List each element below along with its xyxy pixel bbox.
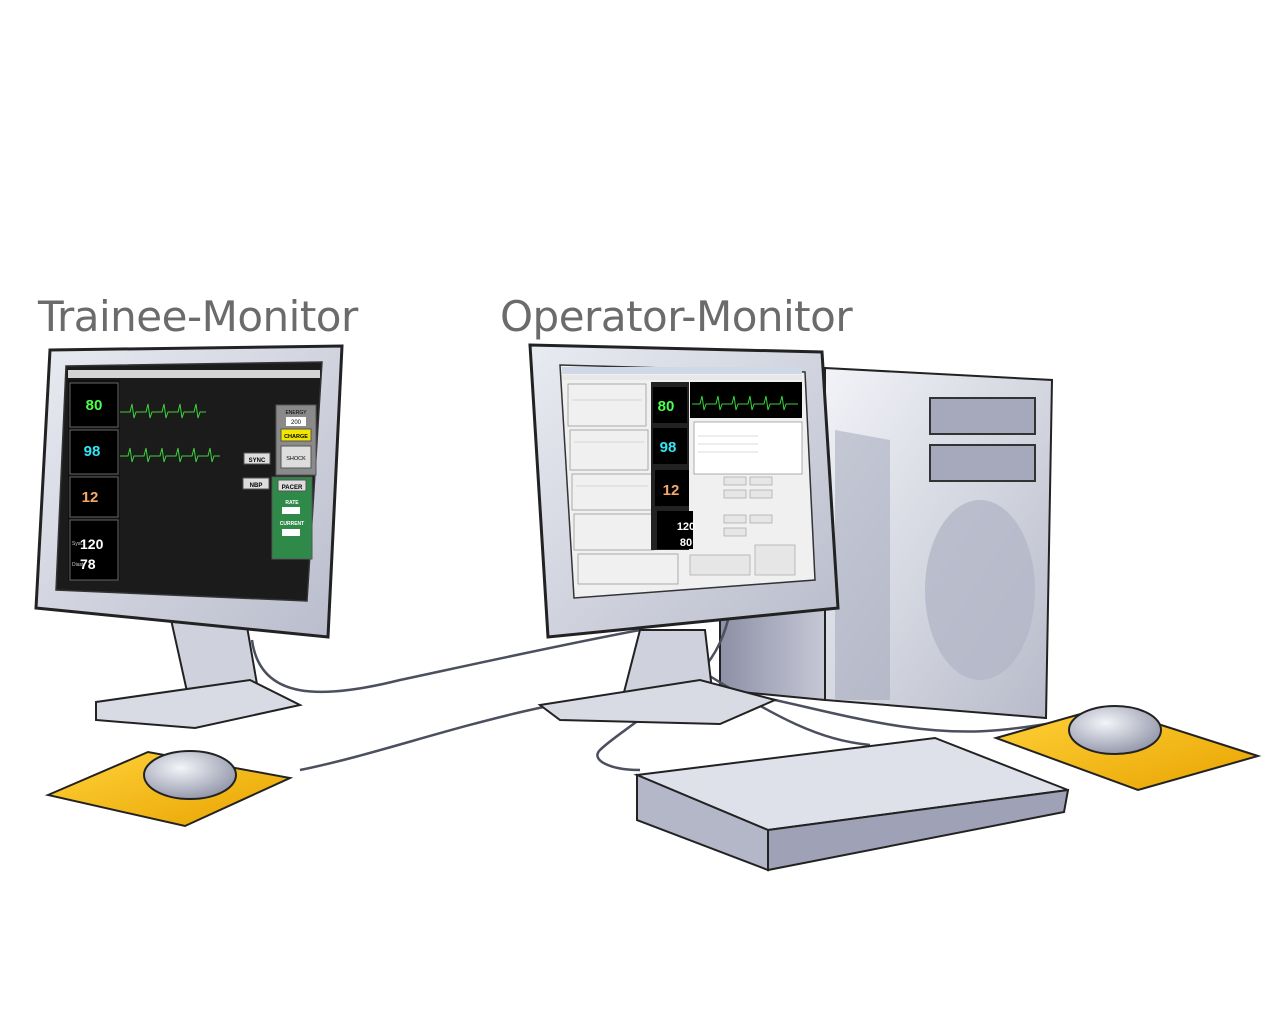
operator-mouse: [992, 705, 1262, 792]
trainee-mouse: [44, 750, 294, 828]
trainee-pleth-wave: [120, 447, 220, 463]
pacer-label: PACER: [282, 485, 303, 491]
trainee-sys-label: Syst.: [72, 541, 83, 547]
nbp-label: NBP: [250, 483, 263, 489]
charge-label: CHARGE: [284, 434, 308, 440]
rate-field[interactable]: [282, 507, 300, 514]
energy-label: ENERGY: [285, 410, 307, 416]
trainee-hr-value: 80: [86, 397, 103, 414]
trainee-ecg-wave: [120, 403, 206, 419]
current-field[interactable]: [282, 529, 300, 536]
operator-hr-value: 80: [658, 398, 675, 415]
operator-monitor: 80 98 12 120 80: [528, 343, 840, 726]
rate-label: RATE: [285, 500, 299, 506]
charge-button[interactable]: [280, 428, 312, 442]
energy-value: 200: [291, 420, 302, 426]
operator-monitor-label: Operator-Monitor: [500, 292, 853, 341]
energy-field[interactable]: [286, 417, 306, 426]
trainee-monitor: 80 98 12 Syst. 120 Diast. 78 ENERGY 200 …: [34, 344, 344, 730]
sync-label: SYNC: [249, 458, 266, 464]
trainee-nbp-dia: 78: [80, 556, 96, 572]
operator-ecg-wave: [692, 395, 798, 411]
trainee-monitor-label: Trainee-Monitor: [38, 292, 358, 341]
nbp-button[interactable]: [242, 477, 270, 490]
sync-button[interactable]: [243, 452, 271, 465]
operator-spo2-value: 98: [660, 439, 677, 456]
current-label: CURRENT: [280, 521, 304, 527]
pacer-button[interactable]: [277, 479, 307, 492]
keyboard: [633, 736, 1070, 872]
shock-button[interactable]: [280, 445, 312, 469]
shock-label: SHOCK: [286, 456, 306, 462]
operator-nbp-sys: 120: [677, 521, 695, 533]
trainee-resp-value: 12: [82, 489, 99, 506]
operator-resp-value: 12: [663, 482, 680, 499]
trainee-dia-label: Diast.: [72, 562, 85, 568]
trainee-nbp-sys: 120: [80, 536, 104, 552]
trainee-spo2-value: 98: [84, 443, 101, 460]
operator-nbp-dia: 80: [680, 537, 692, 549]
